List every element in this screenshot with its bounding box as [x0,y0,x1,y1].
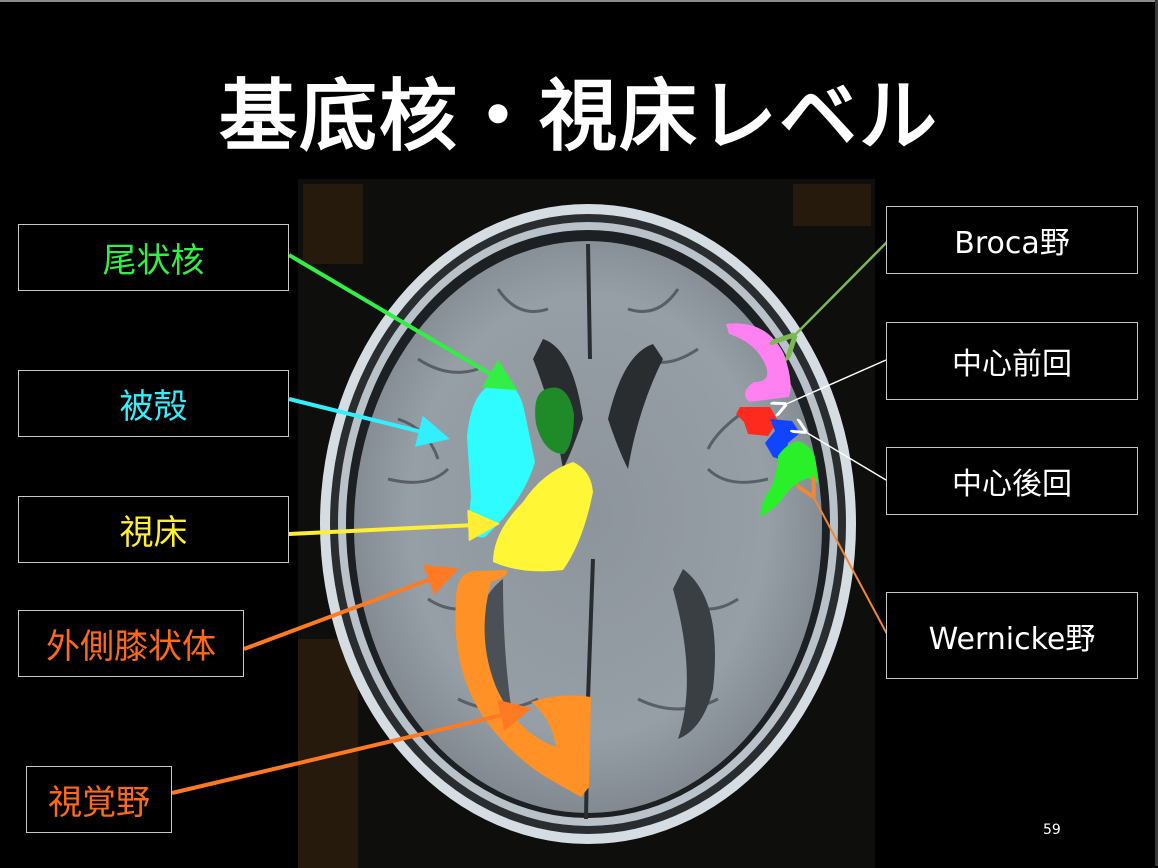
label-text: 視覚野 [48,783,150,823]
caudate-arrow [287,253,518,391]
label-wernicke: Wernicke野 [886,592,1138,679]
wernicke-region [760,441,818,516]
precentral-arrow [784,359,887,405]
wernicke-arrow [812,494,888,635]
thalamus-arrow [288,509,500,542]
caudate-region [535,387,574,454]
label-broca: Broca野 [886,206,1138,274]
label-text: 尾状核 [102,241,205,281]
label-text: Wernicke野 [928,621,1096,657]
label-thalamus: 視床 [18,496,289,563]
label-text: 視床 [119,513,188,553]
label-caudate: 尾状核 [18,224,289,291]
page-number: 59 [1043,822,1061,838]
label-text: 外側膝状体 [46,627,216,667]
postcentral-arrow [804,431,887,481]
putamen-arrow [288,397,450,447]
scan-artifact-patch [303,184,363,264]
window-edge [1155,0,1158,866]
slide-title: 基底核・視床レベル [218,72,939,162]
label-putamen: 被殻 [18,370,289,437]
precentral-region [736,407,778,436]
label-precentral-gyrus: 中心前回 [886,322,1138,400]
visual-cortex-arrow [171,699,532,795]
putamen-region [467,382,535,538]
mri-brain-image [298,179,875,868]
thalamus-region [493,462,593,572]
optic-radiation-region [455,570,591,797]
label-postcentral-gyrus: 中心後回 [886,447,1138,515]
label-visual-cortex: 視覚野 [26,766,172,833]
label-lgn: 外側膝状体 [18,610,244,677]
broca-arrow [792,241,888,338]
label-text: 中心後回 [952,467,1072,502]
label-text: 被殻 [119,387,188,427]
label-text: Broca野 [954,226,1070,261]
lgn-arrow [243,564,459,651]
label-text: 中心前回 [952,347,1072,382]
